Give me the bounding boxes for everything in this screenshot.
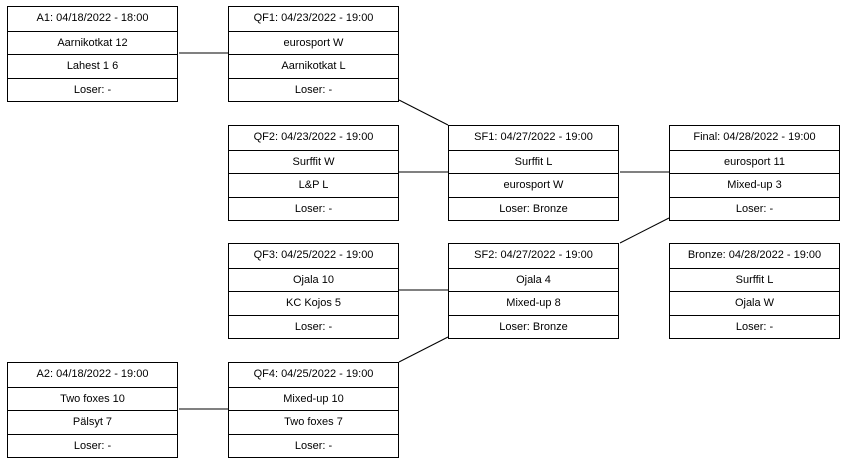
match-header: QF1: 04/23/2022 - 19:00: [253, 12, 374, 24]
match-header: QF2: 04/23/2022 - 19:00: [253, 131, 374, 143]
match-header: A1: 04/18/2022 - 18:00: [36, 12, 149, 24]
team-1: Mixed-up 10: [229, 386, 398, 411]
match-sf2: SF2: 04/27/2022 - 19:00 Ojala 4 Mixed-up…: [448, 243, 619, 339]
team-1: Two foxes 10: [8, 386, 177, 411]
match-a2: A2: 04/18/2022 - 19:00 Two foxes 10 Päls…: [7, 362, 178, 458]
team-2: Pälsyt 7: [8, 410, 177, 434]
match-header: QF3: 04/25/2022 - 19:00: [253, 249, 374, 261]
loser-label: Loser: Bronze: [449, 196, 618, 221]
match-header: Final: 04/28/2022 - 19:00: [693, 131, 816, 143]
team-1: eurosport W: [229, 30, 398, 55]
team-1: Surffit W: [229, 149, 398, 174]
connector-qf4-sf2: [398, 336, 449, 363]
team-2: L&P L: [229, 173, 398, 197]
loser-label: Loser: -: [8, 433, 177, 458]
loser-label: Loser: -: [670, 196, 839, 221]
loser-label: Loser: -: [229, 433, 398, 458]
connector-qf1-sf1: [398, 99, 449, 126]
team-1: Surffit L: [449, 149, 618, 174]
match-final: Final: 04/28/2022 - 19:00 eurosport 11 M…: [669, 125, 840, 221]
team-2: Aarnikotkat L: [229, 54, 398, 78]
match-header: QF4: 04/25/2022 - 19:00: [253, 368, 374, 380]
team-2: KC Kojos 5: [229, 291, 398, 315]
loser-label: Loser: -: [229, 314, 398, 339]
team-2: Lahest 1 6: [8, 54, 177, 78]
team-1: Aarnikotkat 12: [8, 30, 177, 55]
team-2: Mixed-up 8: [449, 291, 618, 315]
team-2: eurosport W: [449, 173, 618, 197]
match-header: SF2: 04/27/2022 - 19:00: [474, 249, 593, 261]
match-header: Bronze: 04/28/2022 - 19:00: [687, 249, 822, 261]
match-qf2: QF2: 04/23/2022 - 19:00 Surffit W L&P L …: [228, 125, 399, 221]
match-header: SF1: 04/27/2022 - 19:00: [474, 131, 593, 143]
loser-label: Loser: -: [670, 314, 839, 339]
connector-sf2-final: [619, 217, 670, 244]
match-a1: A1: 04/18/2022 - 18:00 Aarnikotkat 12 La…: [7, 6, 178, 102]
team-1: Ojala 10: [229, 267, 398, 292]
team-2: Two foxes 7: [229, 410, 398, 434]
team-2: Mixed-up 3: [670, 173, 839, 197]
team-2: Ojala W: [670, 291, 839, 315]
loser-label: Loser: Bronze: [449, 314, 618, 339]
match-qf1: QF1: 04/23/2022 - 19:00 eurosport W Aarn…: [228, 6, 399, 102]
team-1: Surffit L: [670, 267, 839, 292]
match-sf1: SF1: 04/27/2022 - 19:00 Surffit L eurosp…: [448, 125, 619, 221]
match-qf4: QF4: 04/25/2022 - 19:00 Mixed-up 10 Two …: [228, 362, 399, 458]
loser-label: Loser: -: [229, 77, 398, 102]
match-qf3: QF3: 04/25/2022 - 19:00 Ojala 10 KC Kojo…: [228, 243, 399, 339]
match-header: A2: 04/18/2022 - 19:00: [36, 368, 149, 380]
loser-label: Loser: -: [8, 77, 177, 102]
loser-label: Loser: -: [229, 196, 398, 221]
team-1: eurosport 11: [670, 149, 839, 174]
match-bronze: Bronze: 04/28/2022 - 19:00 Surffit L Oja…: [669, 243, 840, 339]
team-1: Ojala 4: [449, 267, 618, 292]
